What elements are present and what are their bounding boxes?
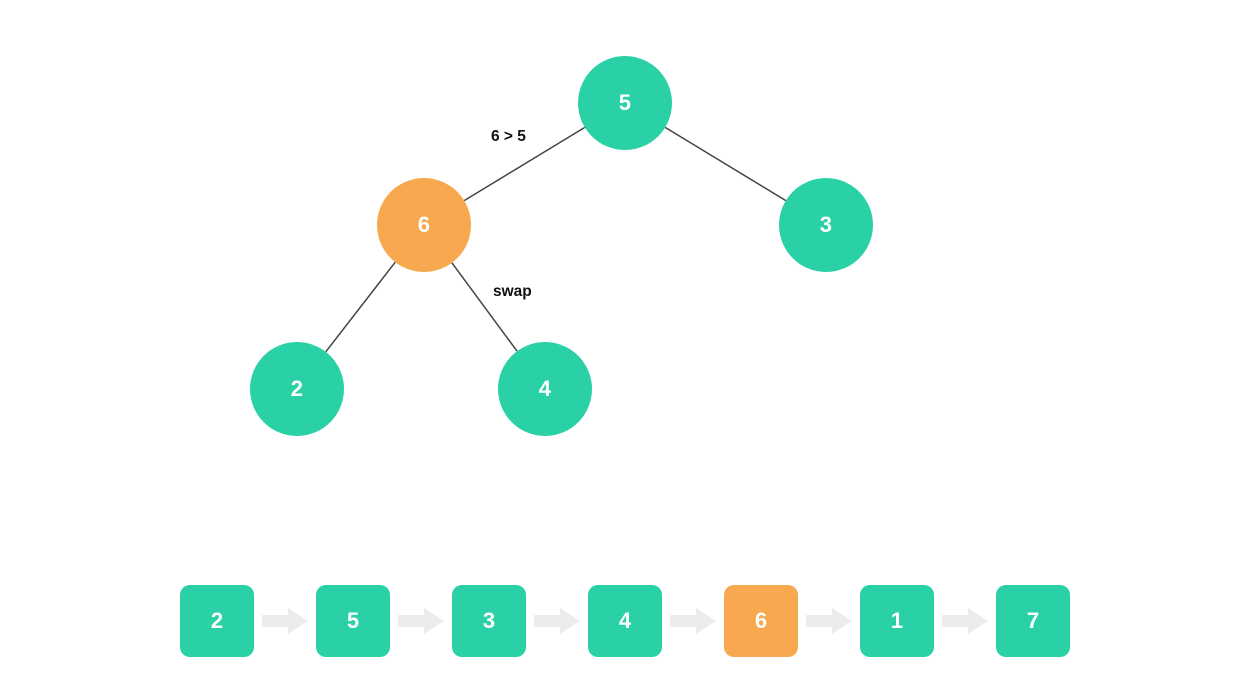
array-cell-label: 6	[754, 608, 768, 633]
tree-edge	[463, 126, 586, 202]
array-cell-4[interactable]: 6	[724, 585, 798, 657]
tree-node-label: 4	[538, 376, 552, 401]
right-block-arrow-icon	[398, 608, 444, 634]
array-cell-0[interactable]: 2	[180, 585, 254, 657]
array-cell-label: 1	[890, 608, 904, 633]
right-block-arrow-icon	[670, 608, 716, 634]
array-representation: 2 5 3 4 6 1 7	[0, 560, 1250, 694]
tree-node-2[interactable]: 2	[250, 342, 344, 436]
binary-tree-diagram: 5 6 3 2 4 6 > 5 swap	[250, 56, 873, 436]
right-block-arrow-icon	[806, 608, 852, 634]
array-cell-5[interactable]: 1	[860, 585, 934, 657]
tree-edge	[325, 261, 396, 353]
tree-edge	[451, 262, 518, 352]
array-cell-label: 4	[618, 608, 632, 633]
tree-node-label: 6	[417, 212, 431, 237]
tree-edge-layer	[325, 126, 787, 353]
array-cell-label: 2	[210, 608, 224, 633]
tree-node-label: 2	[290, 376, 304, 401]
tree-edge	[664, 126, 787, 202]
tree-node-3[interactable]: 3	[779, 178, 873, 272]
right-block-arrow-icon	[534, 608, 580, 634]
right-block-arrow-icon	[262, 608, 308, 634]
array-cell-1[interactable]: 5	[316, 585, 390, 657]
edge-label-compare: 6 > 5	[491, 128, 526, 145]
array-cell-label: 5	[346, 608, 360, 633]
array-cell-2[interactable]: 3	[452, 585, 526, 657]
right-block-arrow-icon	[942, 608, 988, 634]
array-cell-label: 7	[1026, 608, 1040, 633]
array-cell-3[interactable]: 4	[588, 585, 662, 657]
tree-node-4[interactable]: 4	[498, 342, 592, 436]
edge-label-action: swap	[493, 283, 532, 300]
tree-node-label: 5	[618, 90, 632, 115]
array-cell-6[interactable]: 7	[996, 585, 1070, 657]
tree-node-6[interactable]: 6	[377, 178, 471, 272]
tree-node-label: 3	[819, 212, 833, 237]
array-cell-label: 3	[482, 608, 496, 633]
tree-node-5[interactable]: 5	[578, 56, 672, 150]
